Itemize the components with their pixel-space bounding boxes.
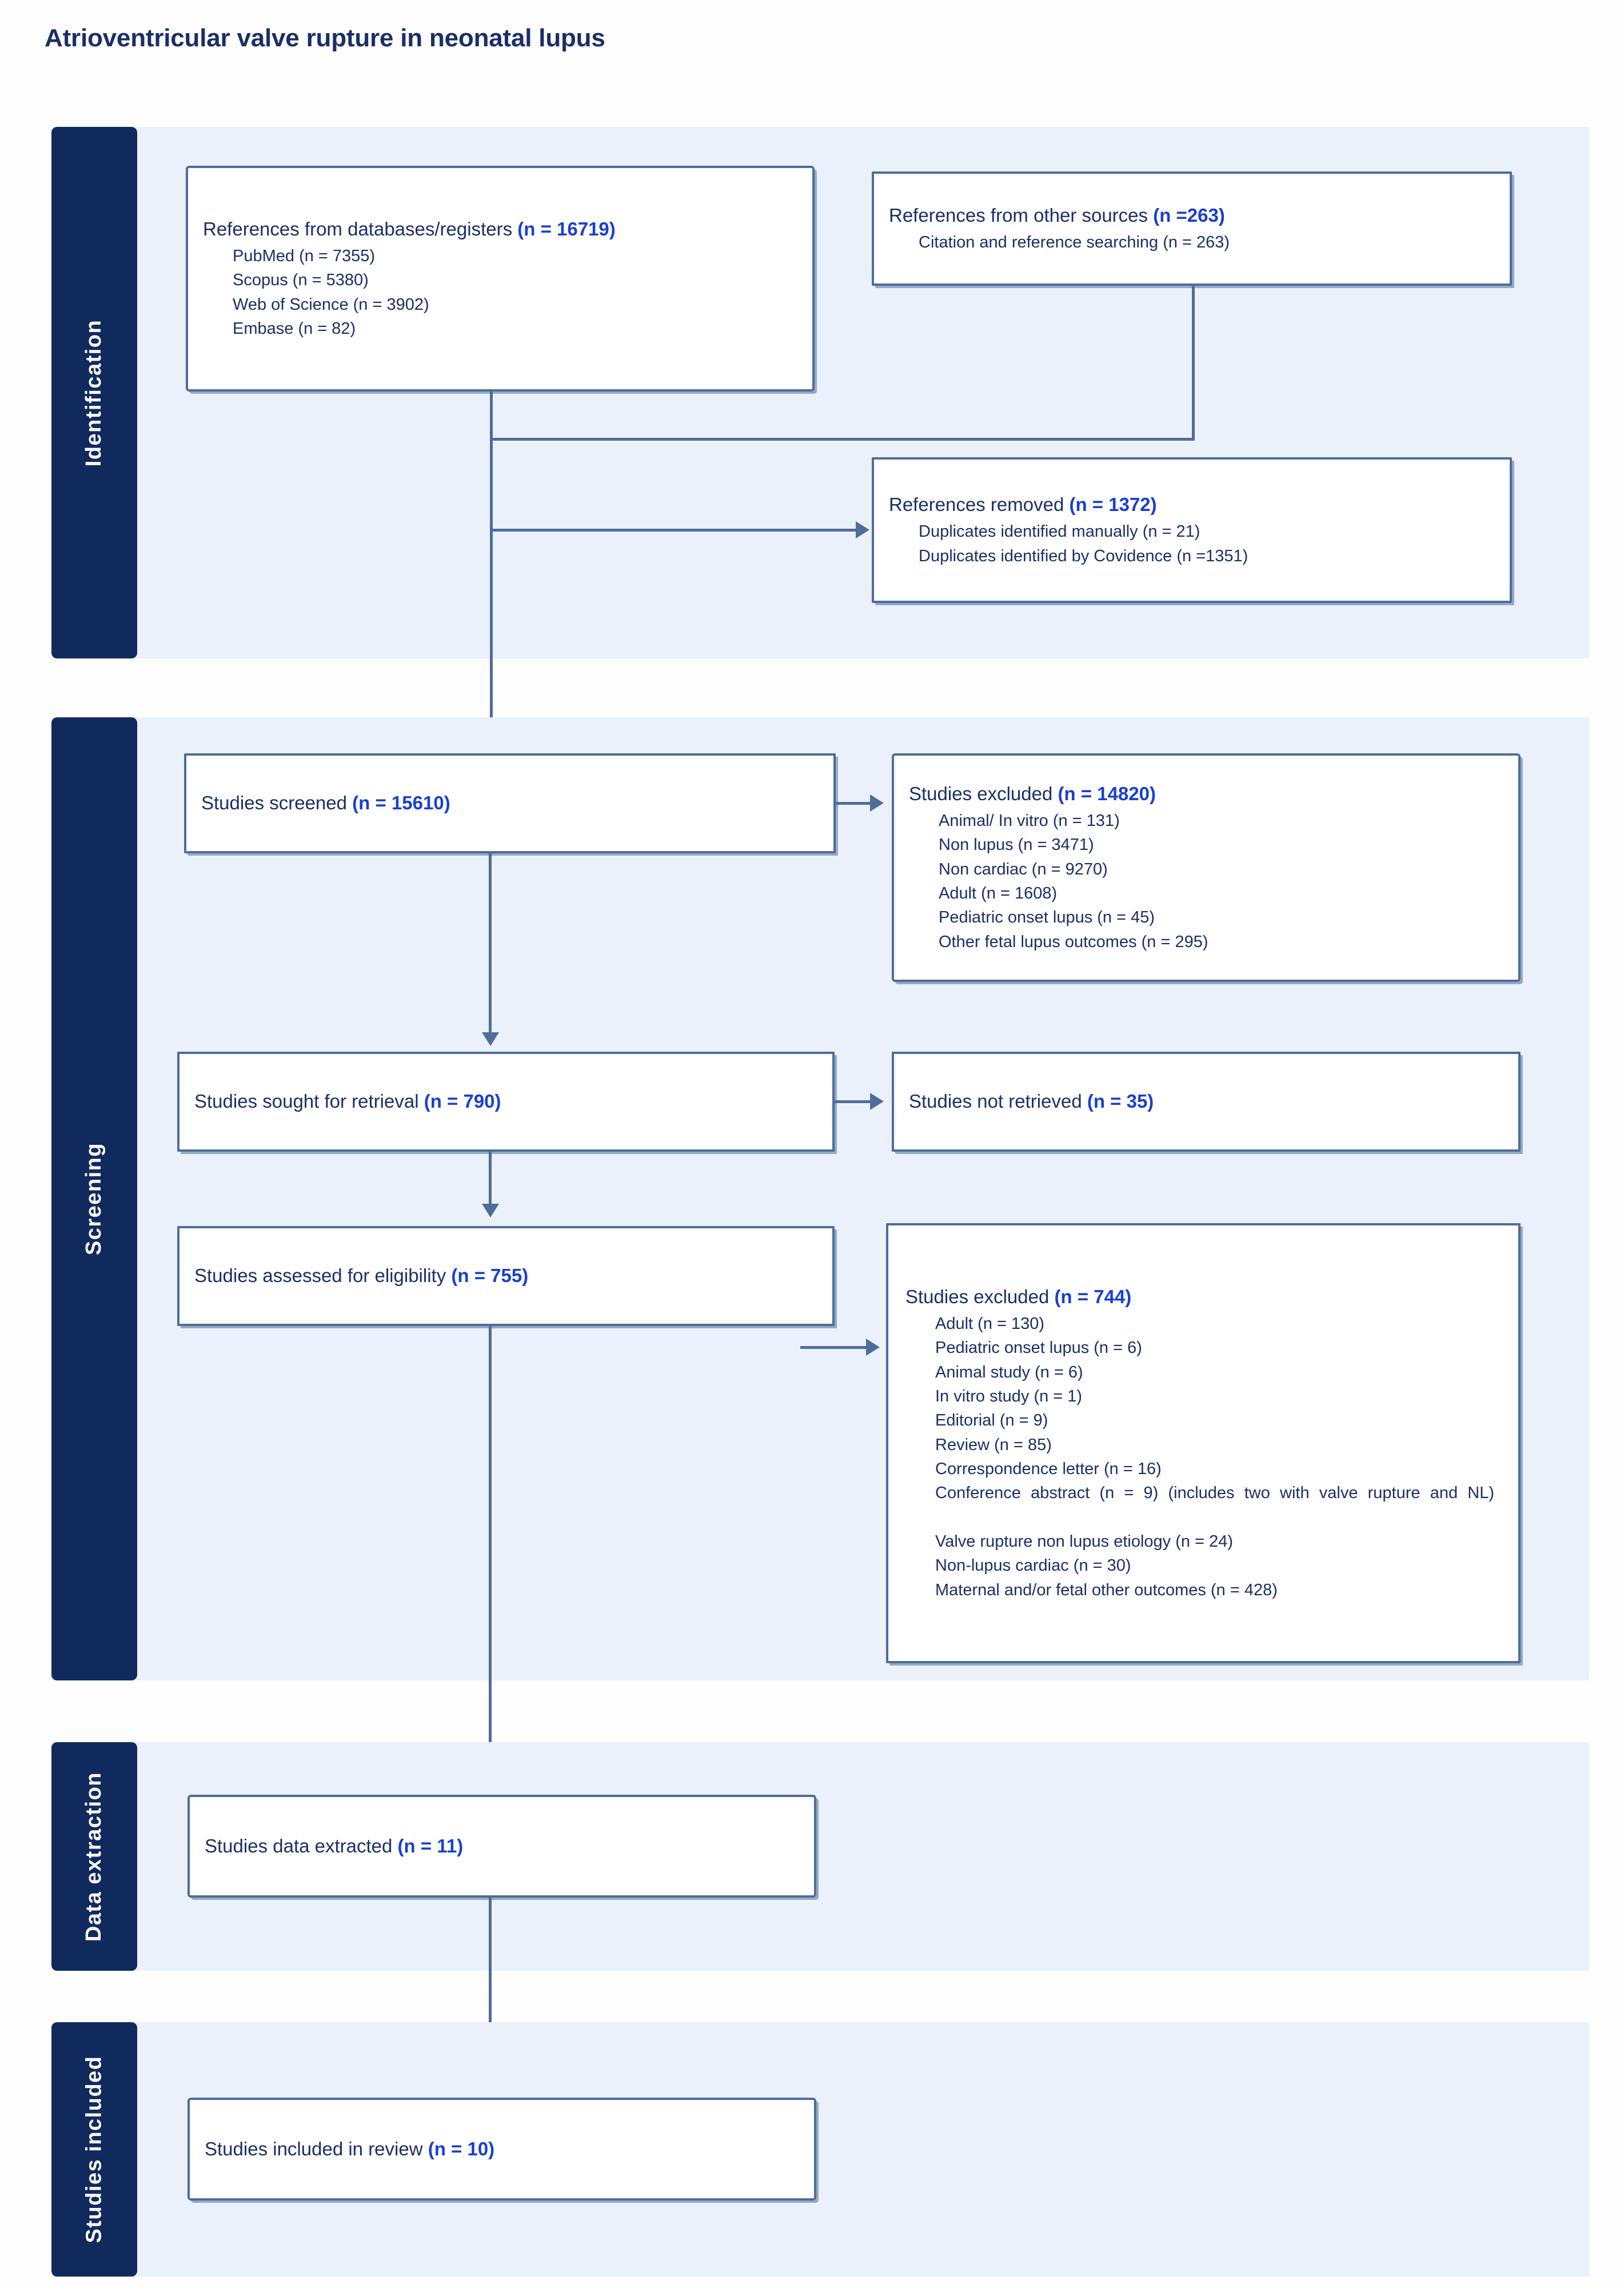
box-references-removed: References removed (n = 1372) Duplicates…: [872, 457, 1512, 603]
header-count: (n = 1372): [1069, 494, 1157, 516]
connector-databases-down: [490, 392, 493, 757]
list-item: Web of Science (n = 3902): [233, 295, 429, 314]
list-item: Editorial (n = 9): [935, 1411, 1048, 1430]
header-count: (n = 14820): [1058, 782, 1156, 804]
box-header-studies-assessed-eligibility: Studies assessed for eligibility (n = 75…: [194, 1263, 817, 1288]
list-item: Animal study (n = 6): [935, 1363, 1083, 1381]
list-item: Duplicates identified manually (n = 21): [919, 522, 1200, 541]
header-count: (n = 16719): [517, 218, 616, 239]
header-label: Studies screened: [201, 792, 353, 814]
header-count: (n = 15610): [352, 792, 450, 814]
list-item: Review (n = 85): [935, 1435, 1052, 1454]
header-label: Studies excluded: [905, 1285, 1055, 1307]
arrow-into-assessed-eligibility: [482, 1204, 499, 1217]
box-header-references-removed: References removed (n = 1372): [889, 492, 1495, 517]
list-item: Valve rupture non lupus etiology (n = 24…: [935, 1532, 1233, 1551]
list-item: Maternal and/or fetal other outcomes (n …: [935, 1580, 1278, 1599]
box-studies-screened: Studies screened (n = 15610): [184, 753, 836, 853]
header-count: (n = 10): [428, 2138, 495, 2159]
header-label: Studies included in review: [205, 2138, 428, 2159]
header-label: Studies not retrieved: [909, 1091, 1087, 1112]
list-item: Pediatric onset lupus (n = 6): [935, 1339, 1142, 1357]
stage-label-data-extraction: Data extraction: [82, 1771, 106, 1942]
connector-assessed-to-excluded: [800, 1346, 866, 1349]
connector-data-extracted-down: [489, 1898, 492, 2081]
connector-sought-to-not-retrieved: [835, 1100, 870, 1103]
list-item: In vitro study (n = 1): [935, 1387, 1083, 1406]
box-studies-excluded-screening: Studies excluded (n = 14820) Animal/ In …: [892, 753, 1521, 982]
header-label: Studies data extracted: [205, 1835, 398, 1856]
list-item: Citation and reference searching (n = 26…: [919, 233, 1230, 251]
header-count: (n = 790): [424, 1091, 501, 1112]
box-header-studies-sought-retrieval: Studies sought for retrieval (n = 790): [194, 1089, 817, 1114]
header-count: (n = 755): [451, 1265, 529, 1287]
header-count: (n =263): [1153, 204, 1225, 226]
box-header-studies-not-retrieved: Studies not retrieved (n = 35): [909, 1089, 1503, 1114]
stage-sidebar-identification: Identification: [51, 127, 137, 658]
box-studies-sought-retrieval: Studies sought for retrieval (n = 790): [177, 1052, 835, 1152]
arrow-assessed-to-excluded: [866, 1339, 880, 1356]
list-item: Correspondence letter (n = 16): [935, 1460, 1162, 1479]
box-references-other-sources: References from other sources (n =263) C…: [872, 171, 1512, 286]
list-item: Adult (n = 130): [935, 1315, 1045, 1333]
arrow-screened-to-excluded: [870, 794, 884, 812]
box-studies-excluded-eligibility: Studies excluded (n = 744) Adult (n = 13…: [886, 1223, 1521, 1663]
stage-sidebar-screening: Screening: [51, 717, 137, 1680]
list-item: Non lupus (n = 3471): [939, 836, 1094, 854]
box-references-databases: References from databases/registers (n =…: [186, 166, 815, 392]
box-studies-data-extracted: Studies data extracted (n = 11): [187, 1795, 816, 1898]
header-label: References from databases/registers: [203, 218, 518, 239]
arrow-sought-to-not-retrieved: [870, 1093, 884, 1110]
stage-sidebar-data-extraction: Data extraction: [51, 1742, 137, 1971]
box-header-references-other-sources: References from other sources (n =263): [889, 203, 1495, 228]
box-studies-assessed-eligibility: Studies assessed for eligibility (n = 75…: [177, 1226, 835, 1326]
box-studies-not-retrieved: Studies not retrieved (n = 35): [892, 1052, 1521, 1152]
arrow-into-sought-retrieval: [482, 1032, 499, 1046]
box-header-studies-excluded-eligibility: Studies excluded (n = 744): [905, 1284, 1501, 1309]
list-item: Adult (n = 1608): [939, 884, 1058, 903]
header-label: References from other sources: [889, 204, 1154, 226]
connector-assessed-down: [489, 1326, 492, 1800]
stage-label-studies-included: Studies included: [82, 2055, 106, 2243]
header-label: Studies excluded: [909, 782, 1058, 804]
box-header-references-databases: References from databases/registers (n =…: [203, 217, 797, 242]
stage-sidebar-studies-included: Studies included: [51, 2022, 137, 2277]
page-title: Atrioventricular valve rupture in neonat…: [45, 24, 605, 52]
arrow-to-references-removed: [856, 521, 869, 538]
header-count: (n = 35): [1087, 1091, 1154, 1112]
list-item: Pediatric onset lupus (n = 45): [939, 908, 1155, 927]
connector-screened-to-excluded: [836, 802, 870, 805]
box-header-studies-excluded-screening: Studies excluded (n = 14820): [909, 781, 1503, 806]
list-item: Animal/ In vitro (n = 131): [939, 812, 1120, 830]
header-label: References removed: [889, 494, 1070, 516]
list-item: Non-lupus cardiac (n = 30): [935, 1556, 1131, 1575]
header-count: (n = 744): [1054, 1285, 1132, 1307]
list-item: Embase (n = 82): [233, 319, 356, 338]
box-header-studies-included-in-review: Studies included in review (n = 10): [205, 2137, 799, 2162]
list-item: Duplicates identified by Covidence (n =1…: [919, 546, 1248, 565]
connector-screened-down: [489, 853, 492, 1036]
list-item: Non cardiac (n = 9270): [939, 860, 1108, 879]
box-header-studies-screened: Studies screened (n = 15610): [201, 790, 819, 816]
header-label: Studies assessed for eligibility: [194, 1265, 452, 1287]
connector-to-references-removed: [490, 529, 856, 532]
list-item: Conference abstract (n = 9) (includes tw…: [935, 1484, 1494, 1503]
connector-other-sources-down: [1192, 286, 1195, 440]
connector-sought-down: [489, 1152, 492, 1206]
header-label: Studies sought for retrieval: [194, 1091, 424, 1112]
connector-other-sources-join: [490, 438, 1195, 441]
box-header-studies-data-extracted: Studies data extracted (n = 11): [205, 1834, 799, 1859]
header-count: (n = 11): [397, 1835, 464, 1856]
box-studies-included-in-review: Studies included in review (n = 10): [187, 2098, 816, 2201]
stage-label-screening: Screening: [82, 1142, 106, 1256]
list-item: Scopus (n = 5380): [233, 271, 369, 290]
stage-label-identification: Identification: [82, 319, 106, 466]
list-item: PubMed (n = 7355): [233, 246, 376, 265]
list-item: Other fetal lupus outcomes (n = 295): [939, 932, 1208, 951]
